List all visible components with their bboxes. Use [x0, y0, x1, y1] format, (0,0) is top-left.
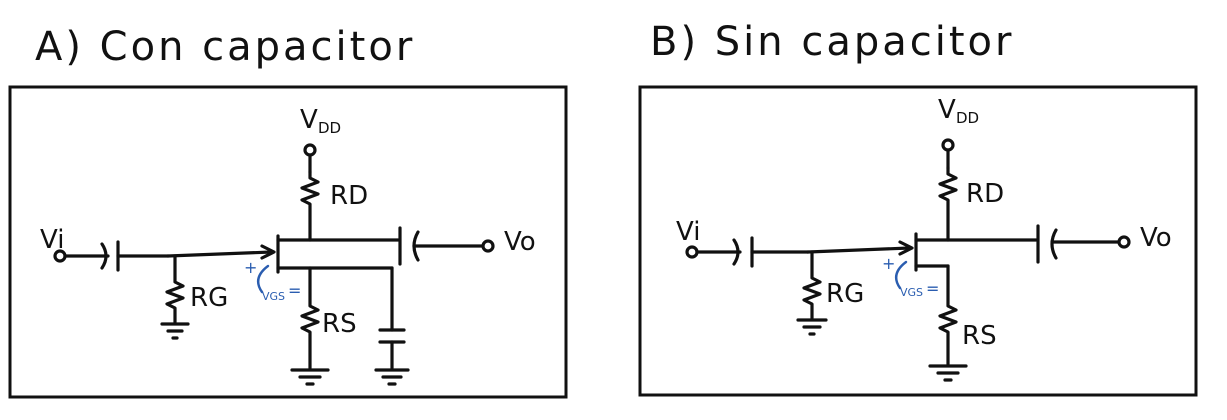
panel-b: B) Sin capacitor V DD RD Vo Vi RG [638, 19, 1198, 397]
panel-b-rs-label: RS [962, 321, 997, 351]
panel-a-vgs-arc [256, 264, 270, 294]
panel-b-gate-arrow [898, 240, 914, 256]
panel-b-out-cap-plate2 [1050, 228, 1058, 260]
panel-a-rs-ground [290, 368, 330, 386]
panel-a-in-cap-plate1 [100, 242, 108, 270]
panel-b-vdd-label: V [938, 95, 956, 125]
panel-b-gate-wire-2 [806, 246, 912, 254]
panel-b-in-cap-plate1 [732, 238, 740, 266]
panel-a-rg-label: RG [190, 283, 228, 313]
panel-b-title: B) Sin capacitor [650, 19, 1014, 65]
panel-a-frame [8, 85, 568, 399]
panel-a-rg-ground [160, 322, 190, 340]
panel-b-rd-label: RD [966, 179, 1004, 209]
panel-a: A) Con capacitor V DD RD Vo Vi RG [8, 24, 568, 399]
panel-a-rd-label: RD [330, 181, 368, 211]
panel-a-vo-label: Vo [504, 227, 536, 257]
panel-b-rs-ground [928, 364, 968, 382]
panel-b-rg-resistor [802, 250, 822, 320]
panel-b-rg-label: RG [826, 279, 864, 309]
panel-b-vgs-plus: + [882, 254, 895, 273]
panel-a-vgs-minus: = [288, 281, 301, 300]
panel-b-vi-label: Vi [676, 217, 700, 247]
panel-a-bypass-ground [374, 368, 410, 386]
panel-b-vo-terminal [1117, 235, 1131, 249]
panel-a-vdd-label: V [300, 105, 318, 135]
panel-b-rg-ground [796, 318, 828, 336]
panel-a-rs-label: RS [322, 309, 357, 339]
panel-a-rd-resistor [300, 170, 320, 242]
panel-b-rs-resistor [938, 264, 958, 366]
panel-b-vgs-label: VGS [900, 286, 923, 299]
panel-a-vdd-sub: DD [318, 119, 341, 137]
panel-a-title: A) Con capacitor [35, 24, 415, 70]
panel-b-frame [638, 85, 1198, 397]
panel-b-vgs-minus: = [926, 279, 939, 298]
panel-b-vdd-sub: DD [956, 109, 979, 127]
panel-a-rs-resistor [300, 266, 320, 370]
panel-b-vgs-arc [894, 260, 908, 290]
panel-a-vo-terminal [481, 239, 495, 253]
panel-a-vgs-plus: + [244, 258, 257, 277]
panel-a-rg-resistor [165, 254, 185, 324]
panel-a-gate-arrow [260, 244, 276, 260]
panel-a-gate-wire-2 [166, 250, 274, 258]
panel-a-vgs-label: VGS [262, 290, 285, 303]
panel-b-vo-label: Vo [1140, 223, 1172, 253]
panel-b-rd-resistor [938, 166, 958, 242]
